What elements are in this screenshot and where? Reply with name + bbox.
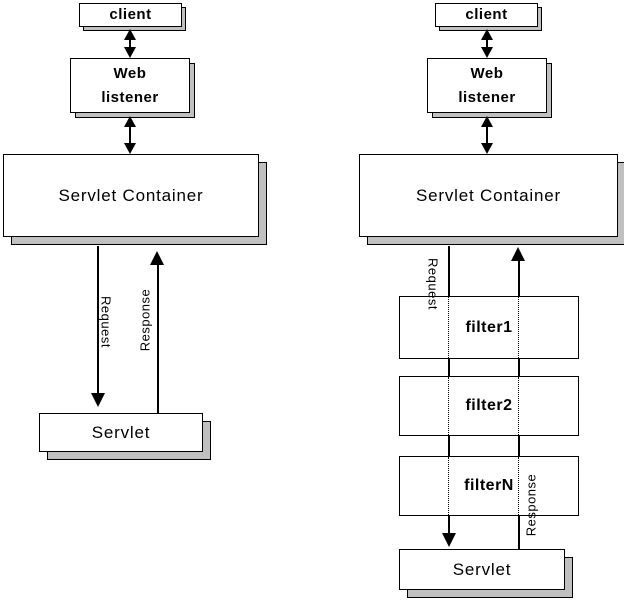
request-line-dotted-filter2 — [448, 377, 449, 435]
arrow-up-icon — [481, 116, 493, 127]
filter2-label: filter2 — [465, 397, 513, 414]
response-arrowhead-right — [511, 247, 525, 261]
arrow-down-icon — [481, 143, 493, 154]
arrow-shaft — [129, 37, 131, 50]
servlet-container-box-right: Servlet Container — [359, 154, 624, 245]
servlet-label-right: Servlet — [399, 549, 565, 590]
request-arrowhead-right — [442, 533, 456, 547]
web-listener-box-left: Web listener — [70, 58, 195, 118]
filter2-box: filter2 — [399, 376, 579, 436]
servlet-container-label-left: Servlet Container — [3, 154, 259, 237]
arrow-up-icon — [124, 29, 136, 40]
response-line-dotted-filter1 — [518, 297, 519, 358]
client-box-left: client — [79, 3, 186, 31]
bidirectional-arrow-icon — [481, 29, 493, 58]
servlet-container-label-right: Servlet Container — [359, 154, 618, 237]
bidirectional-arrow-icon — [481, 116, 493, 154]
response-line-right — [518, 358, 520, 377]
client-label-left: client — [79, 3, 182, 27]
bidirectional-arrow-icon — [124, 116, 136, 154]
request-line-right — [448, 246, 450, 297]
arrow-down-icon — [124, 143, 136, 154]
arrow-up-icon — [124, 116, 136, 127]
response-line-dotted-filterN — [518, 457, 519, 515]
request-line-right — [448, 358, 450, 377]
request-line-right — [448, 435, 450, 457]
servlet-box-left: Servlet — [39, 413, 211, 460]
response-label-right: Response — [523, 473, 539, 537]
request-line-dotted-filterN — [448, 457, 449, 515]
servlet-box-right: Servlet — [399, 549, 573, 598]
servlet-label-left: Servlet — [39, 413, 203, 452]
request-label-right: Request — [425, 258, 441, 310]
response-line-dotted-filter2 — [518, 377, 519, 435]
web-listener-label-right: Web listener — [427, 58, 547, 113]
arrow-down-icon — [124, 47, 136, 58]
filterN-box: filterN — [399, 456, 579, 516]
response-line-right — [518, 435, 520, 457]
web-listener-box-right: Web listener — [427, 58, 552, 118]
response-label-left: Response — [137, 288, 153, 352]
bidirectional-arrow-icon — [124, 29, 136, 58]
client-box-right: client — [435, 3, 542, 31]
client-label-right: client — [435, 3, 538, 27]
request-label-left: Request — [98, 296, 114, 348]
filter1-box: filter1 — [399, 296, 579, 359]
arrow-shaft — [129, 124, 131, 146]
request-line-left — [97, 246, 99, 393]
web-listener-label-left: Web listener — [70, 58, 190, 113]
response-line-left — [157, 265, 159, 413]
arrow-down-icon — [481, 47, 493, 58]
filter1-label: filter1 — [465, 318, 513, 336]
request-line-dotted-filter1 — [448, 297, 449, 358]
request-line-right — [448, 515, 450, 533]
arrow-shaft — [486, 37, 488, 50]
request-arrowhead-left — [91, 393, 105, 407]
filterN-label: filterN — [464, 477, 514, 494]
servlet-container-box-left: Servlet Container — [3, 154, 267, 245]
response-arrowhead-left — [150, 251, 164, 265]
response-line-right — [518, 261, 520, 297]
arrow-shaft — [486, 124, 488, 146]
response-line-right — [518, 515, 520, 549]
arrow-up-icon — [481, 29, 493, 40]
